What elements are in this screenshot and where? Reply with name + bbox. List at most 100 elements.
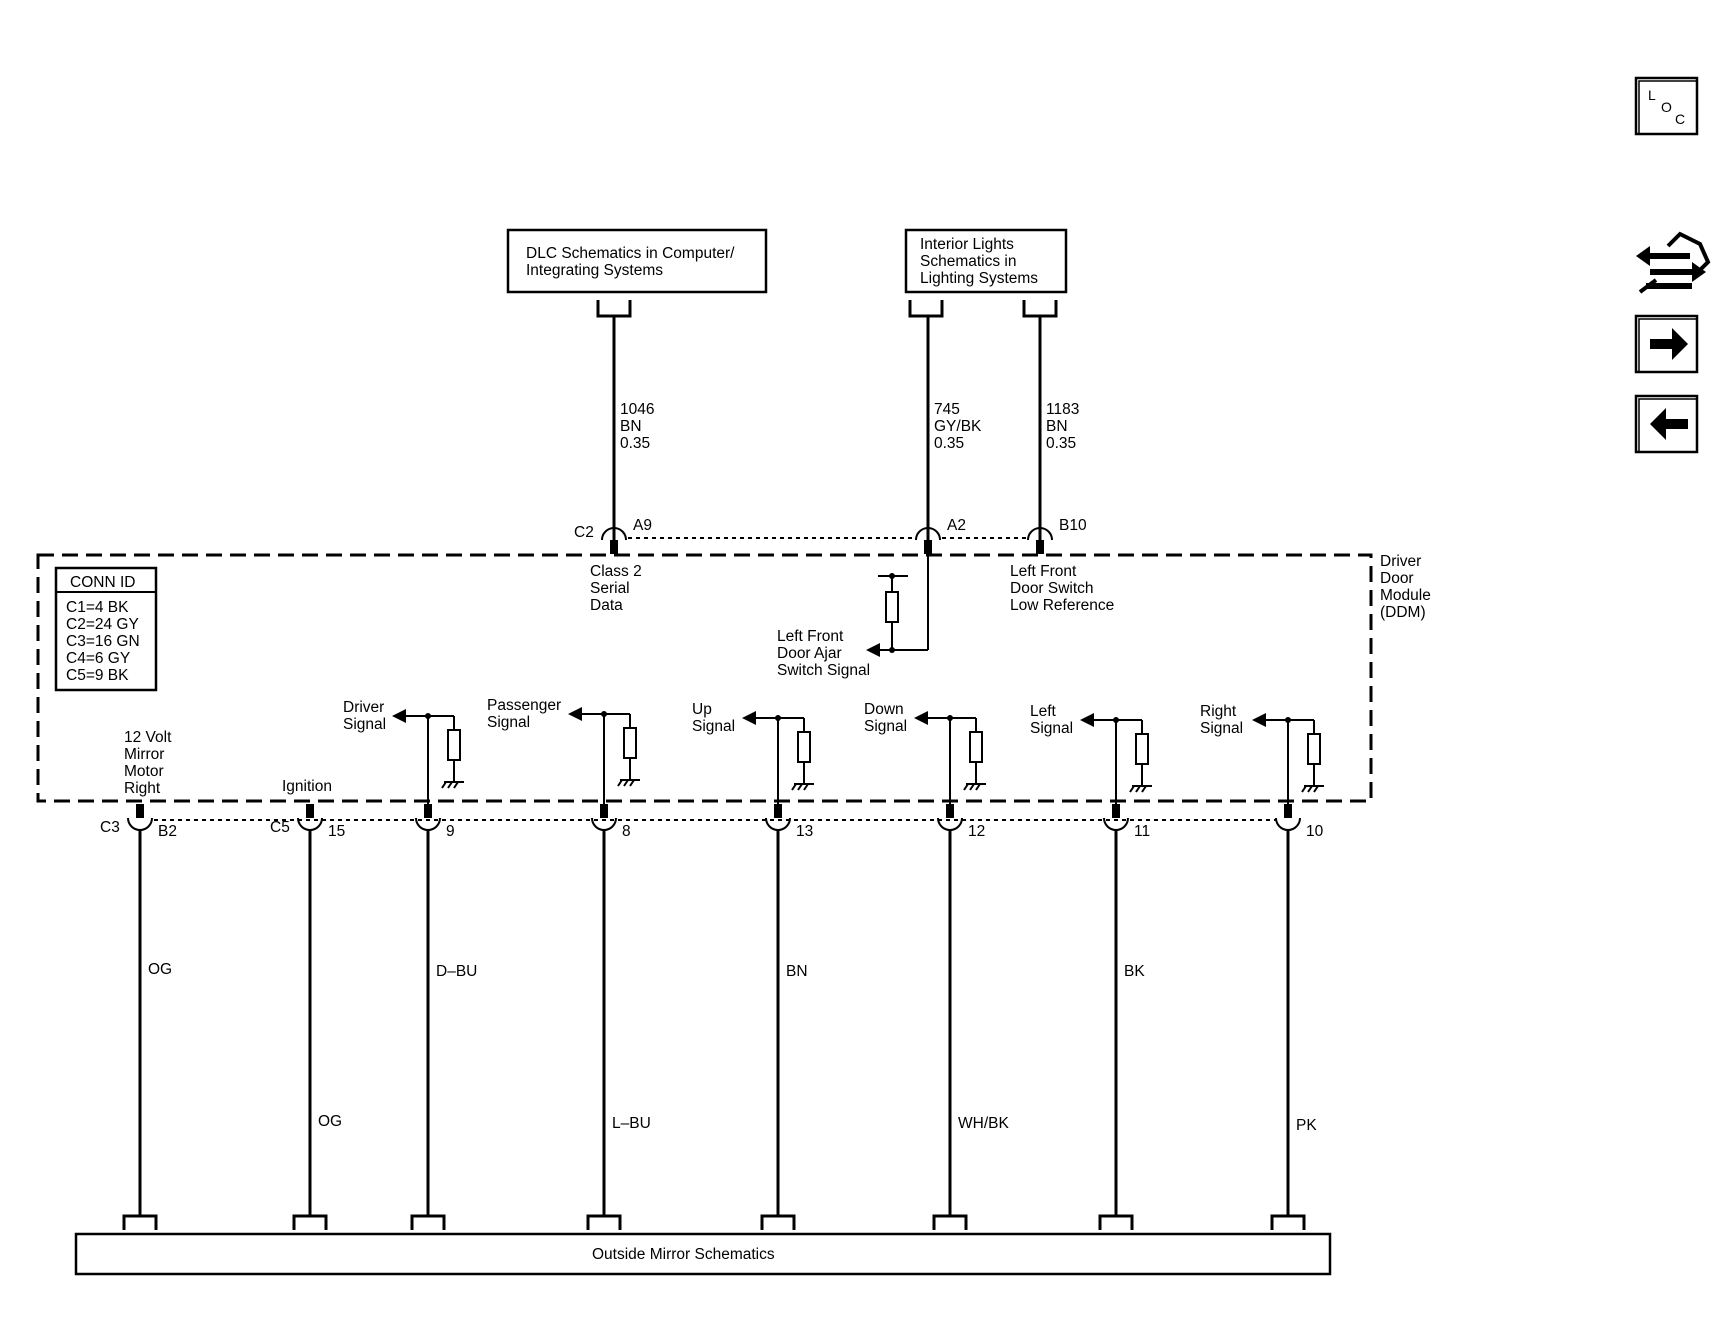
dlc-line-2: Integrating Systems (526, 262, 663, 279)
component-swap-icon[interactable] (1636, 231, 1711, 294)
bottom-pin-number: 15 (328, 823, 345, 840)
bottom-pin-number: 12 (968, 823, 985, 840)
ignition-label: Ignition (282, 778, 332, 795)
outside-mirror-schematics-label: Outside Mirror Schematics (592, 1246, 775, 1263)
svg-text:Data: Data (590, 597, 623, 614)
bottom-connector-label: C3 (100, 819, 120, 836)
door-switch-low-reference-label: Left Front Door Switch Low Reference (1010, 563, 1114, 614)
interior-lights-block[interactable]: Interior Lights Schematics in Lighting S… (904, 228, 1068, 294)
svg-text:745: 745 (934, 401, 960, 418)
svg-text:Right: Right (124, 780, 161, 797)
mirror-motor-right-label: 12 Volt Mirror Motor Right (124, 729, 172, 797)
svg-text:BN: BN (1046, 418, 1068, 435)
svg-text:1046: 1046 (620, 401, 654, 418)
loc-icon[interactable]: L O C (1634, 76, 1699, 136)
outside-mirror-schematics-block[interactable]: Outside Mirror Schematics (74, 1232, 1332, 1276)
signal-label: Driver (343, 699, 384, 716)
door-ajar-circuit (866, 554, 929, 657)
svg-text:Module: Module (1380, 587, 1431, 604)
wire-color-label: BN (786, 963, 808, 980)
pin-b10: B10 (1059, 517, 1087, 534)
bottom-pin-wire: 9D–BU (410, 804, 477, 1230)
svg-text:0.35: 0.35 (934, 435, 964, 452)
top-block-feet (596, 300, 1058, 318)
bottom-pin-number: 10 (1306, 823, 1324, 840)
svg-text:Left Front: Left Front (1010, 563, 1077, 580)
svg-text:0.35: 0.35 (1046, 435, 1076, 452)
signal-label: Up (692, 701, 712, 718)
wire-label-1046: 1046 BN 0.35 (620, 401, 654, 452)
interior-line-1: Interior Lights (920, 236, 1014, 253)
svg-text:GY/BK: GY/BK (934, 418, 982, 435)
svg-text:C: C (1675, 111, 1685, 127)
dlc-line-1: DLC Schematics in Computer/ (526, 245, 735, 262)
bottom-pin-number: B2 (158, 823, 177, 840)
signal-label: Passenger (487, 697, 561, 714)
bottom-pin-wire: 8L–BU (586, 804, 651, 1230)
bottom-pin-number: 13 (796, 823, 813, 840)
wire-label-745: 745 GY/BK 0.35 (934, 401, 982, 452)
wire-color-label: OG (318, 1113, 342, 1130)
signal-label: Signal (1030, 720, 1073, 737)
svg-text:Driver: Driver (1380, 553, 1421, 570)
wire-color-label: L–BU (612, 1115, 651, 1132)
interior-line-3: Lighting Systems (920, 270, 1038, 287)
svg-text:0.35: 0.35 (620, 435, 650, 452)
bottom-pin-number: 9 (446, 823, 455, 840)
next-arrow-icon[interactable] (1634, 314, 1699, 374)
svg-text:1183: 1183 (1046, 401, 1079, 418)
svg-text:Door Ajar: Door Ajar (777, 645, 842, 662)
top-connector-c2: C2 A9 A2 B10 (574, 517, 1087, 554)
signal-label: Signal (343, 716, 386, 733)
svg-text:Mirror: Mirror (124, 746, 164, 763)
wire-color-label: PK (1296, 1117, 1317, 1134)
signal-label: Down (864, 701, 904, 718)
svg-text:Motor: Motor (124, 763, 164, 780)
svg-text:O: O (1661, 99, 1672, 115)
signal-label: Signal (692, 718, 735, 735)
prev-arrow-icon[interactable] (1634, 394, 1699, 454)
svg-text:(DDM): (DDM) (1380, 604, 1426, 621)
signal-circuits: DriverSignalPassengerSignalUpSignalDownS… (343, 697, 1324, 816)
svg-text:BN: BN (620, 418, 642, 435)
svg-text:Door Switch: Door Switch (1010, 580, 1094, 597)
conn-id-table: CONN ID C1=4 BK C2=24 GY C3=16 GN C4=6 G… (54, 566, 158, 692)
conn-id-row: C4=6 GY (66, 650, 130, 667)
bottom-pin-number: 11 (1134, 823, 1150, 840)
bottom-harness: B2C3OG15C5OG9D–BU8L–BU13BN12WH/BK11BK10P… (100, 804, 1324, 1230)
door-ajar-switch-signal-label: Left Front Door Ajar Switch Signal (777, 628, 870, 679)
ddm-module-name: Driver Door Module (DDM) (1380, 553, 1431, 621)
signal-label: Signal (864, 718, 907, 735)
conn-id-title: CONN ID (70, 574, 135, 591)
wire-label-1183: 1183 BN 0.35 (1046, 401, 1079, 452)
pin-a9: A9 (633, 517, 652, 534)
pin-a2: A2 (947, 517, 966, 534)
signal-label: Left (1030, 703, 1057, 720)
top-wires (612, 316, 1042, 540)
svg-text:Low Reference: Low Reference (1010, 597, 1114, 614)
dlc-schematics-block[interactable]: DLC Schematics in Computer/ Integrating … (506, 228, 768, 294)
conn-id-row: C1=4 BK (66, 599, 129, 616)
wire-color-label: BK (1124, 963, 1145, 980)
ddm-module-outline (36, 553, 1373, 803)
signal-label: Right (1200, 703, 1237, 720)
wire-color-label: OG (148, 961, 172, 978)
wire-color-label: D–BU (436, 963, 477, 980)
bottom-pin-number: 8 (622, 823, 631, 840)
svg-text:Class 2: Class 2 (590, 563, 642, 580)
svg-text:Switch Signal: Switch Signal (777, 662, 870, 679)
svg-text:Door: Door (1380, 570, 1414, 587)
